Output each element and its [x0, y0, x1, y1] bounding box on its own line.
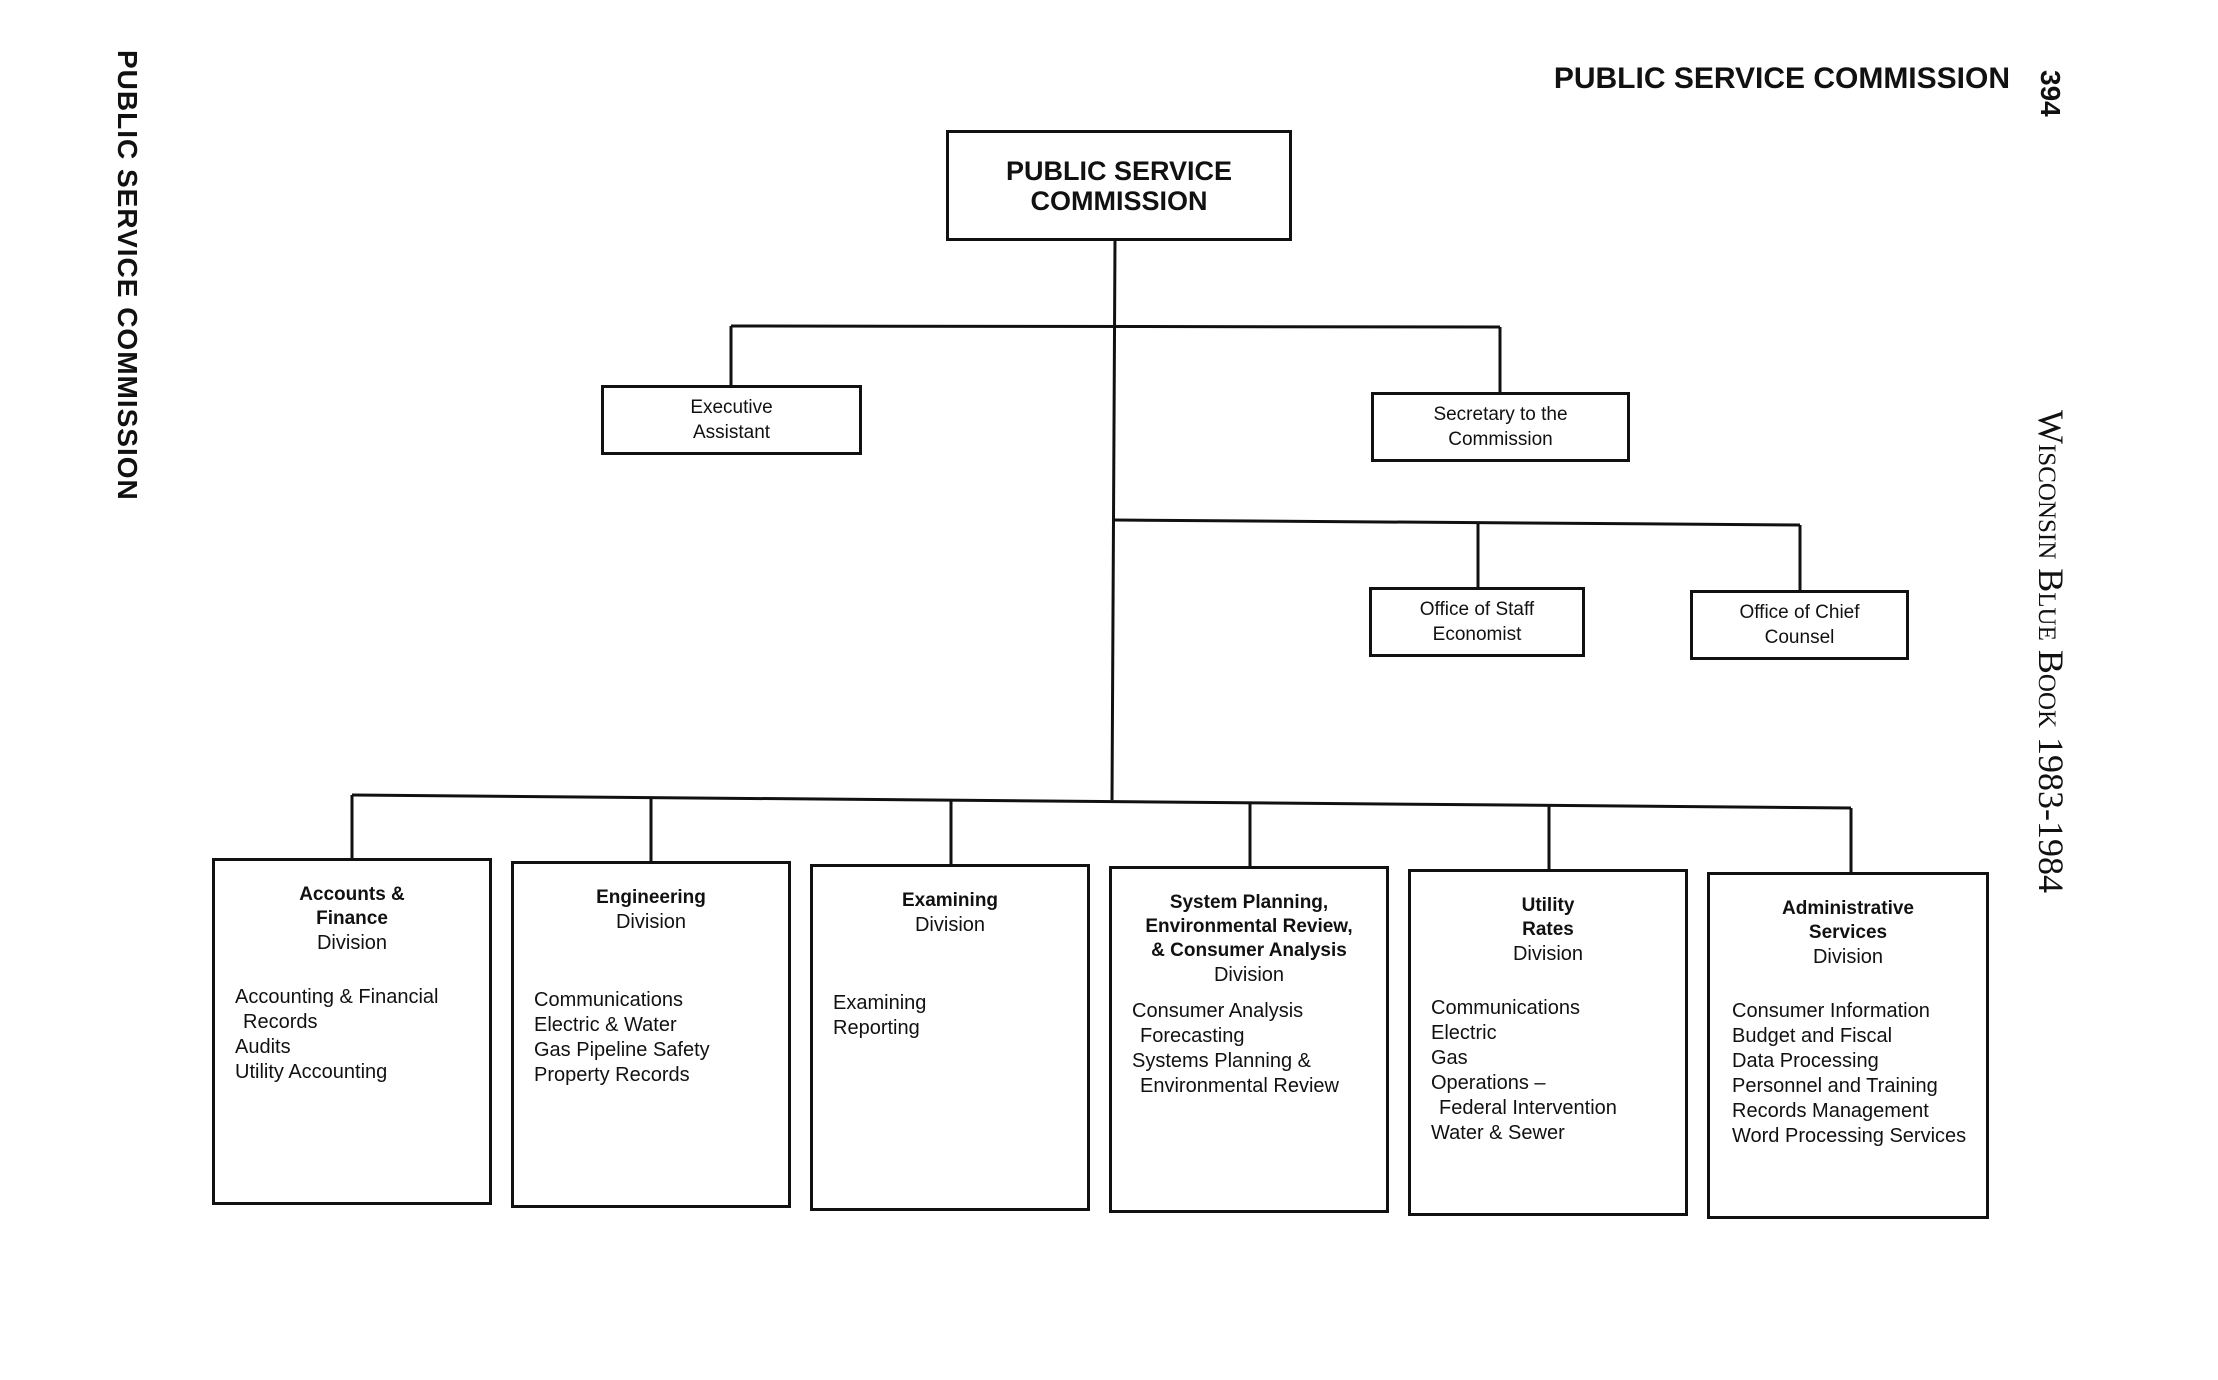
chief-counsel-line: Counsel	[1764, 627, 1835, 648]
function-item: Records	[243, 1011, 318, 1033]
executive-assistant-box: Executive Assistant	[601, 385, 862, 455]
executive-assistant-line: Assistant	[692, 422, 771, 443]
staff-economist-line: Economist	[1432, 624, 1522, 645]
function-item: Communications	[534, 989, 683, 1011]
function-item: Gas	[1431, 1047, 1468, 1069]
function-item: Consumer Analysis	[1132, 1000, 1304, 1022]
function-item: Consumer Information	[1732, 1000, 1930, 1022]
division-administrative-services: Administrative Services Division Consume…	[1707, 872, 1989, 1219]
function-item: Examining	[833, 992, 927, 1014]
function-item: Accounting & Financial	[235, 986, 439, 1008]
division-functions: Communications Electric Gas Operations –…	[1411, 996, 1685, 1146]
chief-counsel-line: Office of Chief	[1739, 602, 1860, 623]
division-title: Examining	[901, 890, 999, 911]
connector-trunk	[1110, 239, 1117, 801]
function-item: Environmental Review	[1140, 1075, 1339, 1097]
division-title: Rates	[1522, 919, 1574, 940]
division-title: Accounts &	[299, 884, 405, 905]
staff-economist-box: Office of Staff Economist	[1369, 587, 1585, 657]
division-accounts-finance: Accounts & Finance Division Accounting &…	[212, 858, 492, 1205]
function-item: Systems Planning &	[1132, 1050, 1311, 1072]
function-item: Operations –	[1431, 1072, 1546, 1094]
division-label: Division	[615, 911, 687, 933]
division-title: Engineering	[596, 887, 706, 908]
public-service-commission-box: PUBLIC SERVICE COMMISSION	[946, 130, 1292, 241]
function-item: Electric	[1431, 1022, 1497, 1044]
function-item: Utility Accounting	[235, 1061, 388, 1083]
function-item: Budget and Fiscal	[1732, 1025, 1893, 1047]
function-item: Federal Intervention	[1439, 1097, 1617, 1119]
function-item: Reporting	[833, 1017, 920, 1039]
division-label: Division	[914, 914, 986, 936]
function-item: Audits	[235, 1036, 291, 1058]
division-title: Utility	[1521, 895, 1575, 916]
division-title: & Consumer Analysis	[1151, 940, 1347, 961]
division-title: System Planning,	[1169, 892, 1329, 913]
division-label: Division	[1512, 943, 1584, 965]
secretary-box: Secretary to the Commission	[1371, 392, 1630, 462]
function-item: Water & Sewer	[1431, 1122, 1565, 1144]
division-functions: Examining Reporting	[813, 991, 1087, 1041]
top-box-line: PUBLIC SERVICE	[1005, 155, 1233, 186]
division-label: Division	[1213, 964, 1285, 986]
secretary-line: Commission	[1448, 429, 1553, 450]
division-title: Administrative	[1782, 898, 1914, 919]
function-item: Records Management	[1732, 1100, 1929, 1122]
chief-counsel-box: Office of Chief Counsel	[1690, 590, 1909, 660]
division-functions: Accounting & Financial Records Audits Ut…	[215, 985, 489, 1085]
function-item: Forecasting	[1140, 1025, 1245, 1047]
secretary-line: Secretary to the	[1433, 404, 1568, 425]
function-item: Data Processing	[1732, 1050, 1879, 1072]
function-item: Word Processing Services	[1732, 1125, 1967, 1147]
top-box-line: COMMISSION	[1030, 185, 1208, 216]
connector-division-bar	[351, 793, 1852, 810]
division-functions: Consumer Analysis Forecasting Systems Pl…	[1112, 999, 1386, 1099]
division-title: Services	[1808, 922, 1888, 943]
connector-staff-bar	[730, 324, 1501, 329]
staff-economist-line: Office of Staff	[1419, 599, 1535, 620]
division-utility-rates: Utility Rates Division Communications El…	[1408, 869, 1688, 1216]
function-item: Communications	[1431, 997, 1580, 1019]
executive-assistant-line: Executive	[690, 397, 773, 418]
division-system-planning: System Planning, Environmental Review, &…	[1109, 866, 1389, 1213]
function-item: Property Records	[534, 1064, 690, 1086]
division-label: Division	[1812, 946, 1884, 968]
division-title: Environmental Review,	[1145, 916, 1353, 937]
header-title: PUBLIC SERVICE COMMISSION	[1553, 62, 2010, 95]
function-item: Electric & Water	[534, 1014, 677, 1036]
division-title: Finance	[316, 908, 388, 929]
division-examining: Examining Division Examining Reporting	[810, 864, 1090, 1211]
function-item: Gas Pipeline Safety	[534, 1039, 710, 1061]
division-engineering: Engineering Division Communications Elec…	[511, 861, 791, 1208]
connector-offices-bar	[1114, 518, 1801, 527]
division-label: Division	[316, 932, 388, 954]
division-functions: Consumer Information Budget and Fiscal D…	[1710, 999, 1986, 1149]
function-item: Personnel and Training	[1732, 1075, 1938, 1097]
division-functions: Communications Electric & Water Gas Pipe…	[514, 988, 788, 1088]
